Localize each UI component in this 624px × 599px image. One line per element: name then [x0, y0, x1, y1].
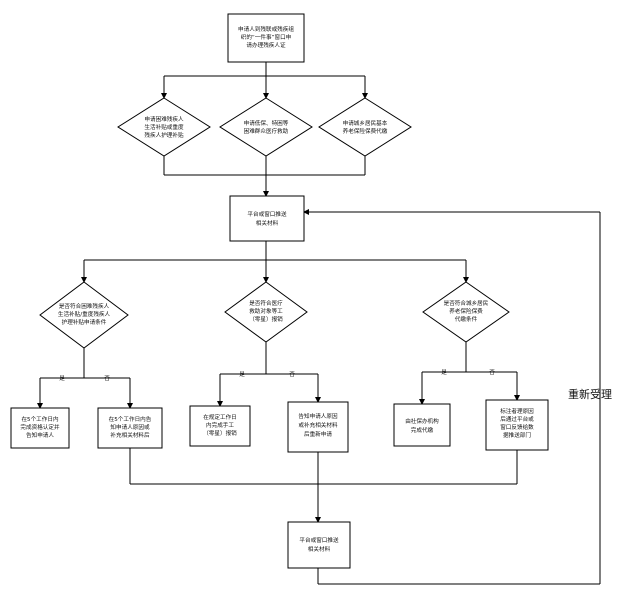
- outcome-6-line-4: 据推送部门: [503, 431, 531, 439]
- yes-label-2: 是: [239, 371, 245, 378]
- decision-3-line-3: 代缴条件: [455, 315, 478, 323]
- platform-bottom-box: 平台或窗口推送 相关材料: [287, 521, 351, 569]
- no-label-2: 否: [289, 371, 295, 378]
- outcome-2-line-2: 知申请人原因或: [110, 423, 150, 431]
- decision-2-line-1: 是否符合医疗: [249, 299, 283, 307]
- yes-label-3: 是: [441, 369, 447, 376]
- apply-1-line-1: 申请困难残疾人: [144, 115, 184, 123]
- outcome-6-line-2: 后通过平台或: [500, 415, 534, 423]
- platform-top-box: 平台或窗口推送 相关材料: [229, 195, 305, 242]
- decision-diamond-2: 是否符合医疗 救助对象等工 （零星）报销: [224, 281, 308, 343]
- start-line-3: 请办理残疾人证: [246, 41, 286, 49]
- outcome-2-line-3: 补充相关材料后: [110, 431, 150, 439]
- start-box: 申请人到残联或残疾组 织的“一件事”窗口申 请办理残疾人证: [227, 13, 305, 63]
- start-line-2: 织的“一件事”窗口申: [241, 33, 292, 41]
- outcome-4-line-2: 或补充相关材料: [298, 421, 338, 429]
- apply-1-line-3: 残疾人护理补贴: [144, 131, 184, 139]
- decision-2-line-2: 救助对象等工: [249, 307, 283, 315]
- apply-3-line-2: 养老保险保费代缴: [343, 127, 388, 135]
- apply-diamond-3: 申请城乡居民基本 养老保险保费代缴: [318, 97, 412, 157]
- connectors: [37, 62, 601, 585]
- outcome-5-line-2: 完成代缴: [411, 426, 434, 434]
- outcome-4-line-1: 告知申请人原因: [298, 412, 338, 420]
- outcome-3-line-2: 内完成手工: [206, 421, 234, 429]
- outcome-3-line-1: 在规定工作日: [203, 413, 237, 421]
- apply-2-line-1: 申请低保、特困等: [244, 119, 289, 127]
- decision-diamond-3: 是否符合城乡居民 养老保险保费 代缴条件: [422, 281, 510, 343]
- outcome-6-line-3: 窗口反馈给数: [500, 423, 534, 431]
- outcome-2-line-1: 在5个工作日内告: [109, 415, 152, 423]
- platform-bottom-line-1: 平台或窗口推送: [299, 536, 339, 544]
- outcome-1-line-2: 完成资格认定并: [20, 423, 60, 431]
- apply-2-line-2: 困难群众医疗救助: [244, 127, 289, 135]
- decision-3-line-2: 养老保险保费: [449, 307, 483, 315]
- no-label-3: 否: [489, 369, 495, 376]
- decision-1-line-2: 生活补贴/重度残疾人: [58, 310, 111, 318]
- apply-1-line-2: 生活补贴或重度: [144, 123, 184, 131]
- decision-2-line-3: （零星）报销: [249, 315, 283, 323]
- platform-bottom-line-2: 相关材料: [308, 545, 331, 553]
- outcome-box-4: 告知申请人原因 或补充相关材料 后重新申请: [287, 401, 349, 453]
- outcome-3-line-3: （零星）报销: [203, 429, 237, 437]
- outcome-box-2: 在5个工作日内告 知申请人原因或 补充相关材料后: [97, 407, 163, 449]
- outcome-box-3: 在规定工作日 内完成手工 （零星）报销: [189, 405, 251, 447]
- no-label-1: 否: [104, 375, 110, 382]
- start-line-1: 申请人到残联或残疾组: [238, 25, 294, 33]
- outcome-6-line-1: 标注者理原因: [500, 407, 534, 415]
- branch-labels: 是 否 是 否 是 否: [59, 369, 495, 382]
- decision-diamond-1: 是否符合困难残疾人 生活补贴/重度残疾人 护理补贴申请条件: [39, 281, 129, 349]
- outcome-box-5: 由社保办机构 完成代缴: [393, 403, 451, 447]
- outcome-box-1: 在5个工作日内 完成资格认定并 告知申请人: [10, 407, 70, 449]
- outcome-box-6: 标注者理原因 后通过平台或 窗口反馈给数 据推送部门: [485, 399, 549, 451]
- yes-label-1: 是: [59, 375, 65, 382]
- decision-1-line-3: 护理补贴申请条件: [62, 318, 107, 326]
- decision-3-line-1: 是否符合城乡居民: [444, 299, 489, 307]
- outcome-1-line-1: 在5个工作日内: [21, 415, 59, 423]
- platform-top-line-1: 平台或窗口推送: [247, 210, 287, 218]
- outcome-1-line-3: 告知申请人: [26, 431, 54, 439]
- platform-top-line-2: 相关材料: [256, 219, 279, 227]
- apply-3-line-1: 申请城乡居民基本: [343, 119, 388, 127]
- decision-1-line-1: 是否符合困难残疾人: [59, 302, 110, 310]
- apply-diamond-2: 申请低保、特困等 困难群众医疗救助: [219, 97, 313, 157]
- outcome-5-line-1: 由社保办机构: [405, 417, 439, 425]
- apply-diamond-1: 申请困难残疾人 生活补贴或重度 残疾人护理补贴: [117, 97, 211, 157]
- reaccept-label: 重新受理: [568, 387, 612, 401]
- outcome-4-line-3: 后重新申请: [304, 430, 332, 438]
